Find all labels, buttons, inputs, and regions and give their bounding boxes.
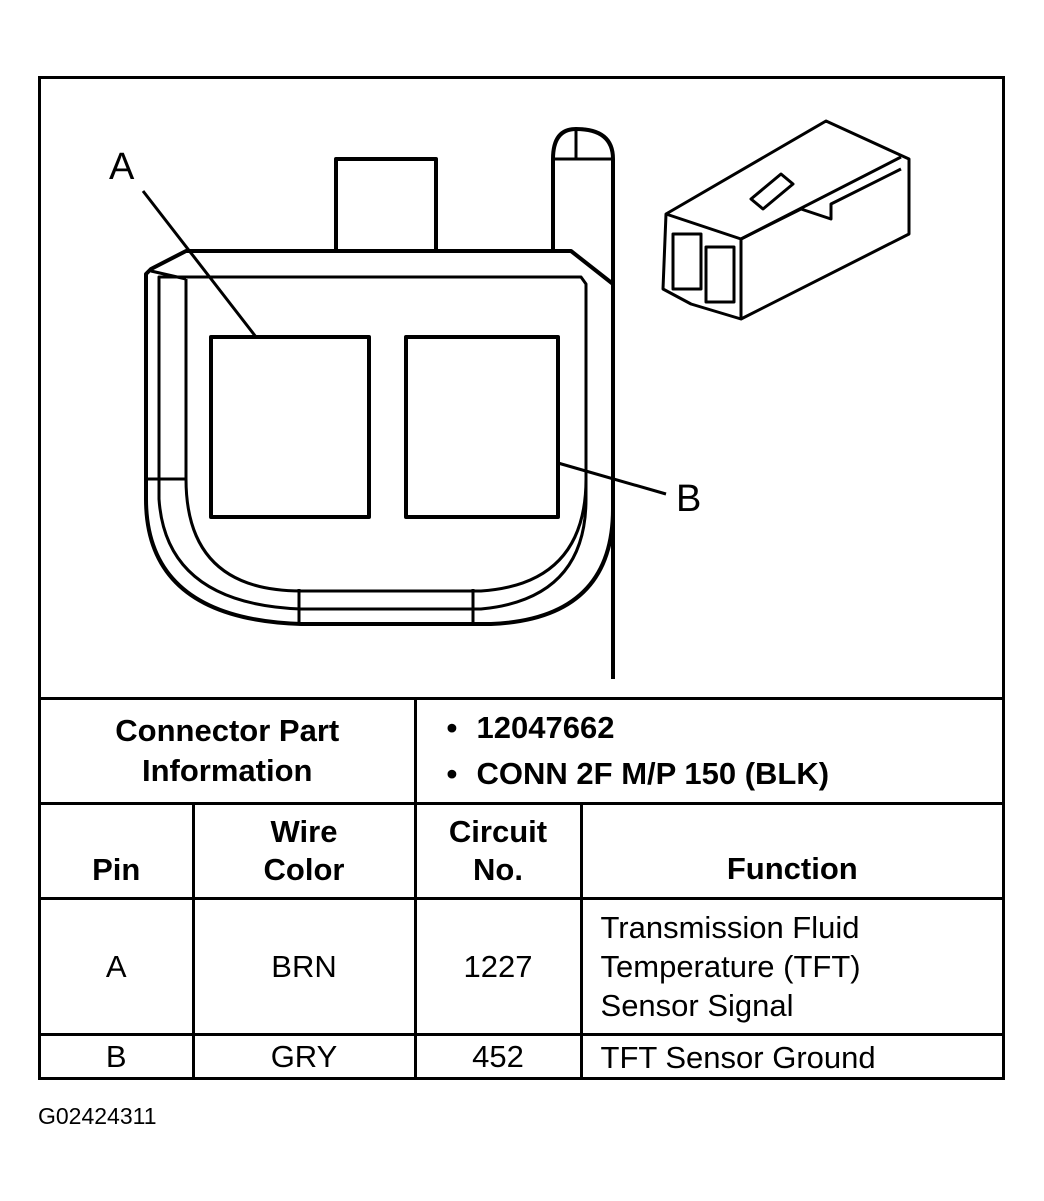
table-row: B GRY 452 TFT Sensor Ground bbox=[41, 1033, 1003, 1079]
connector-face bbox=[184, 279, 588, 593]
leader-line-b bbox=[557, 461, 667, 496]
connector-body-inner bbox=[157, 275, 588, 611]
cell-function: TFT Sensor Ground bbox=[579, 1033, 1003, 1079]
cell-pin: A bbox=[41, 897, 195, 1036]
pin-a-cavity bbox=[209, 335, 371, 519]
part-number-item: •12047662 bbox=[446, 710, 615, 745]
header-function: Function bbox=[579, 802, 1003, 900]
part-number: 12047662 bbox=[476, 710, 615, 745]
leader-line-a bbox=[141, 190, 258, 338]
connector-part-values: •12047662 •CONN 2F M/P 150 (BLK) bbox=[413, 697, 1003, 805]
image-code: G02424311 bbox=[38, 1103, 157, 1129]
connector-part-row: Connector Part Information •12047662 •CO… bbox=[41, 697, 1003, 805]
connector-latch bbox=[551, 127, 615, 679]
connector-body-outer bbox=[144, 249, 615, 626]
table-row: A BRN 1227 Transmission Fluid Temperatur… bbox=[41, 897, 1003, 1036]
cell-circuit: 1227 bbox=[413, 897, 583, 1036]
cell-wire-color: GRY bbox=[191, 1033, 417, 1079]
cell-circuit: 452 bbox=[413, 1033, 583, 1079]
connector-diagram: A B bbox=[41, 79, 1002, 697]
diagram-frame: A B Connector Part Information •12047662… bbox=[38, 76, 1005, 1080]
cell-function: Transmission Fluid Temperature (TFT) Sen… bbox=[579, 897, 1003, 1036]
callout-a-label: A bbox=[109, 146, 135, 188]
part-description: CONN 2F M/P 150 (BLK) bbox=[476, 756, 830, 791]
header-circuit-no: Circuit No. bbox=[413, 802, 583, 900]
connector-part-label: Connector Part Information bbox=[41, 697, 417, 805]
connector-top-tab bbox=[334, 157, 438, 249]
table-header-row: Pin Wire Color Circuit No. Function bbox=[41, 802, 1003, 900]
connector-3d-view bbox=[661, 119, 911, 321]
connector-info-table: Connector Part Information •12047662 •CO… bbox=[41, 697, 1003, 1079]
cell-pin: B bbox=[41, 1033, 195, 1079]
cell-wire-color: BRN bbox=[191, 897, 417, 1036]
header-wire-color: Wire Color bbox=[191, 802, 417, 900]
pin-b-cavity bbox=[404, 335, 560, 519]
part-description-item: •CONN 2F M/P 150 (BLK) bbox=[446, 756, 830, 791]
callout-b-label: B bbox=[676, 478, 701, 520]
header-pin: Pin bbox=[41, 802, 195, 900]
connector-face-drawing: A B bbox=[109, 119, 911, 679]
